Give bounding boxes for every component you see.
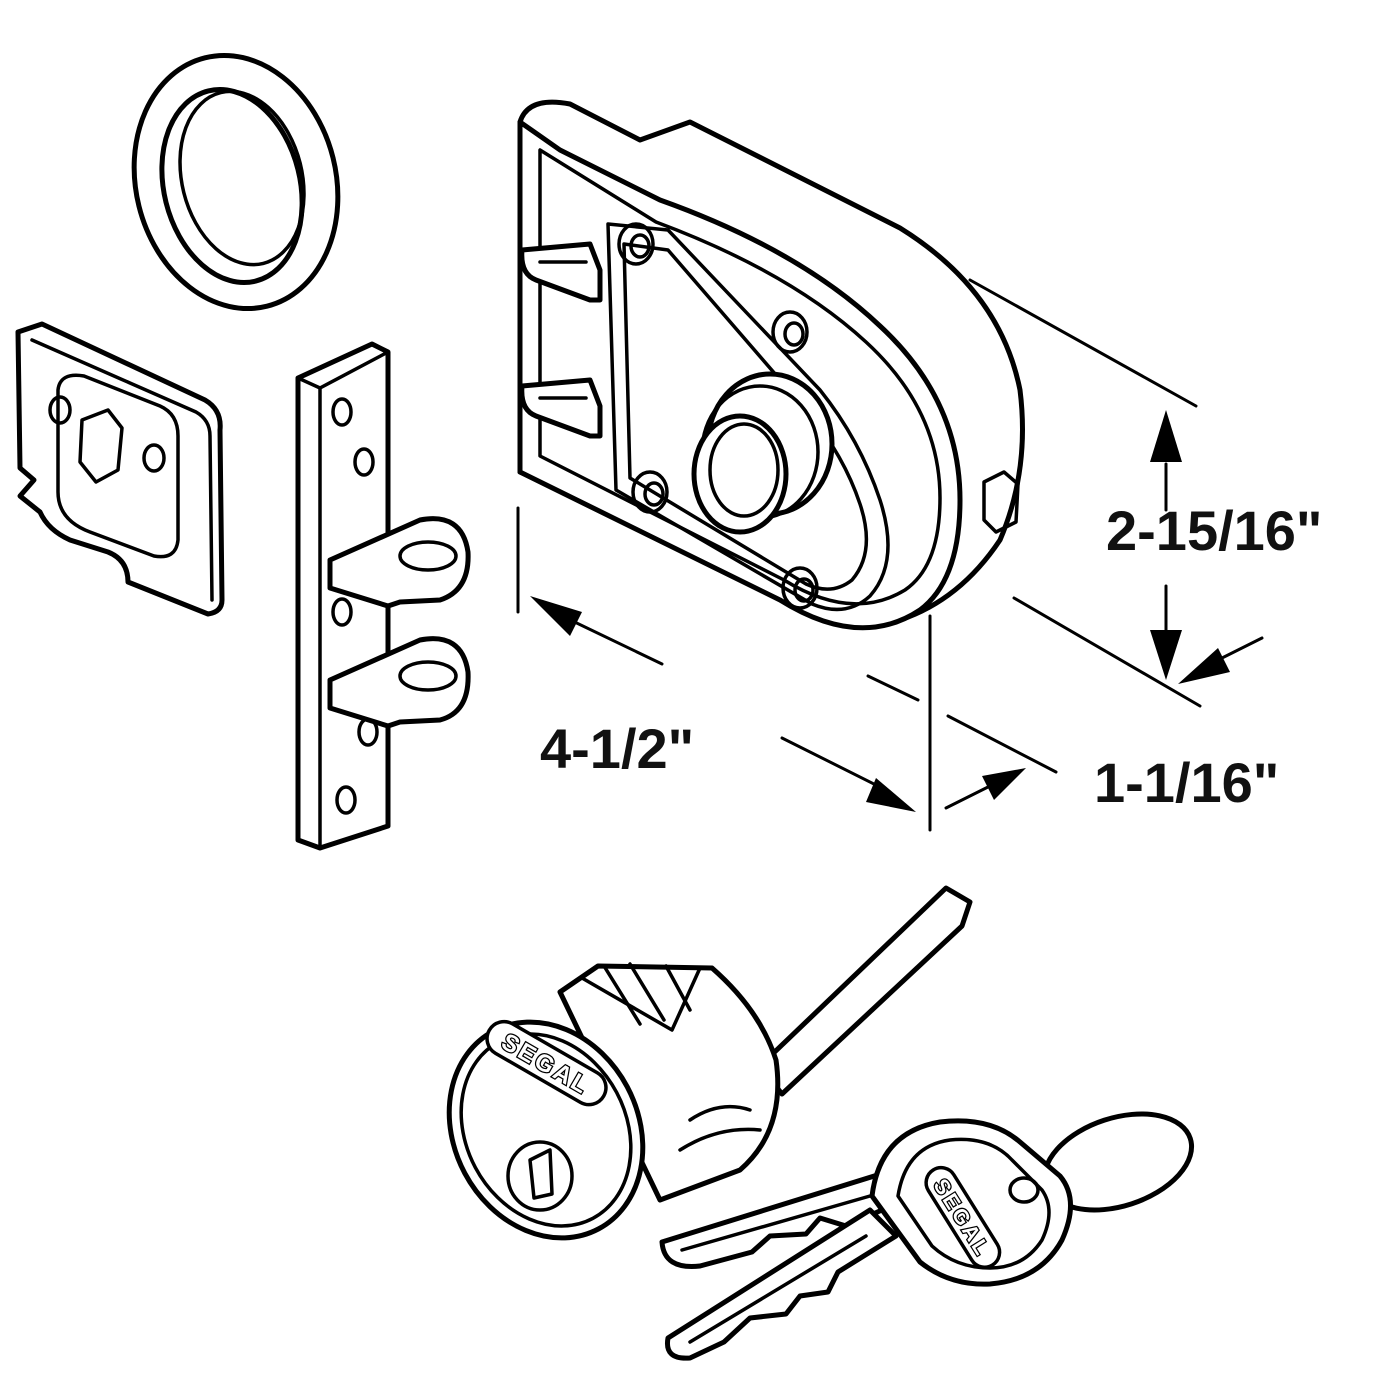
cover-screw: [617, 222, 655, 266]
bolt-slot: [519, 377, 603, 439]
keyway: [506, 1140, 574, 1212]
depth-dimension-label: 1-1/16": [1094, 751, 1279, 814]
height-dimension-label: 2-15/16": [1106, 499, 1322, 562]
length-dimension-label: 4-1/2": [540, 717, 694, 780]
strike-screw-hole: [353, 447, 375, 477]
plate-screw-hole: [48, 395, 72, 425]
cover-screw: [771, 310, 809, 354]
arrowhead: [1150, 410, 1182, 462]
dimension-lines: 4-1/2" 2-15/16" 1-1/16": [516, 278, 1322, 832]
arrowhead: [1178, 648, 1230, 684]
keys: SEGAL: [659, 1111, 1195, 1361]
lock-cylinder: SEGAL: [446, 885, 973, 1241]
cover-screw: [631, 470, 669, 514]
plate-tailpiece-hole: [78, 408, 124, 484]
arrowhead: [1150, 630, 1182, 680]
arrowhead: [982, 768, 1026, 800]
lock-body: [517, 99, 1025, 631]
arrowhead: [530, 596, 582, 636]
arrowhead: [866, 778, 916, 812]
trim-ring: [131, 52, 341, 312]
cylinder-tailpiece: [757, 885, 973, 1097]
strike-screw-hole: [331, 397, 353, 427]
plate-screw-hole: [142, 443, 166, 473]
strike-screw-hole: [335, 785, 357, 815]
bolt-slot: [519, 241, 603, 303]
strike-plate: [295, 341, 471, 851]
mounting-plate: [15, 321, 225, 617]
cover-screw: [781, 566, 819, 610]
strike-screw-hole: [331, 597, 353, 627]
